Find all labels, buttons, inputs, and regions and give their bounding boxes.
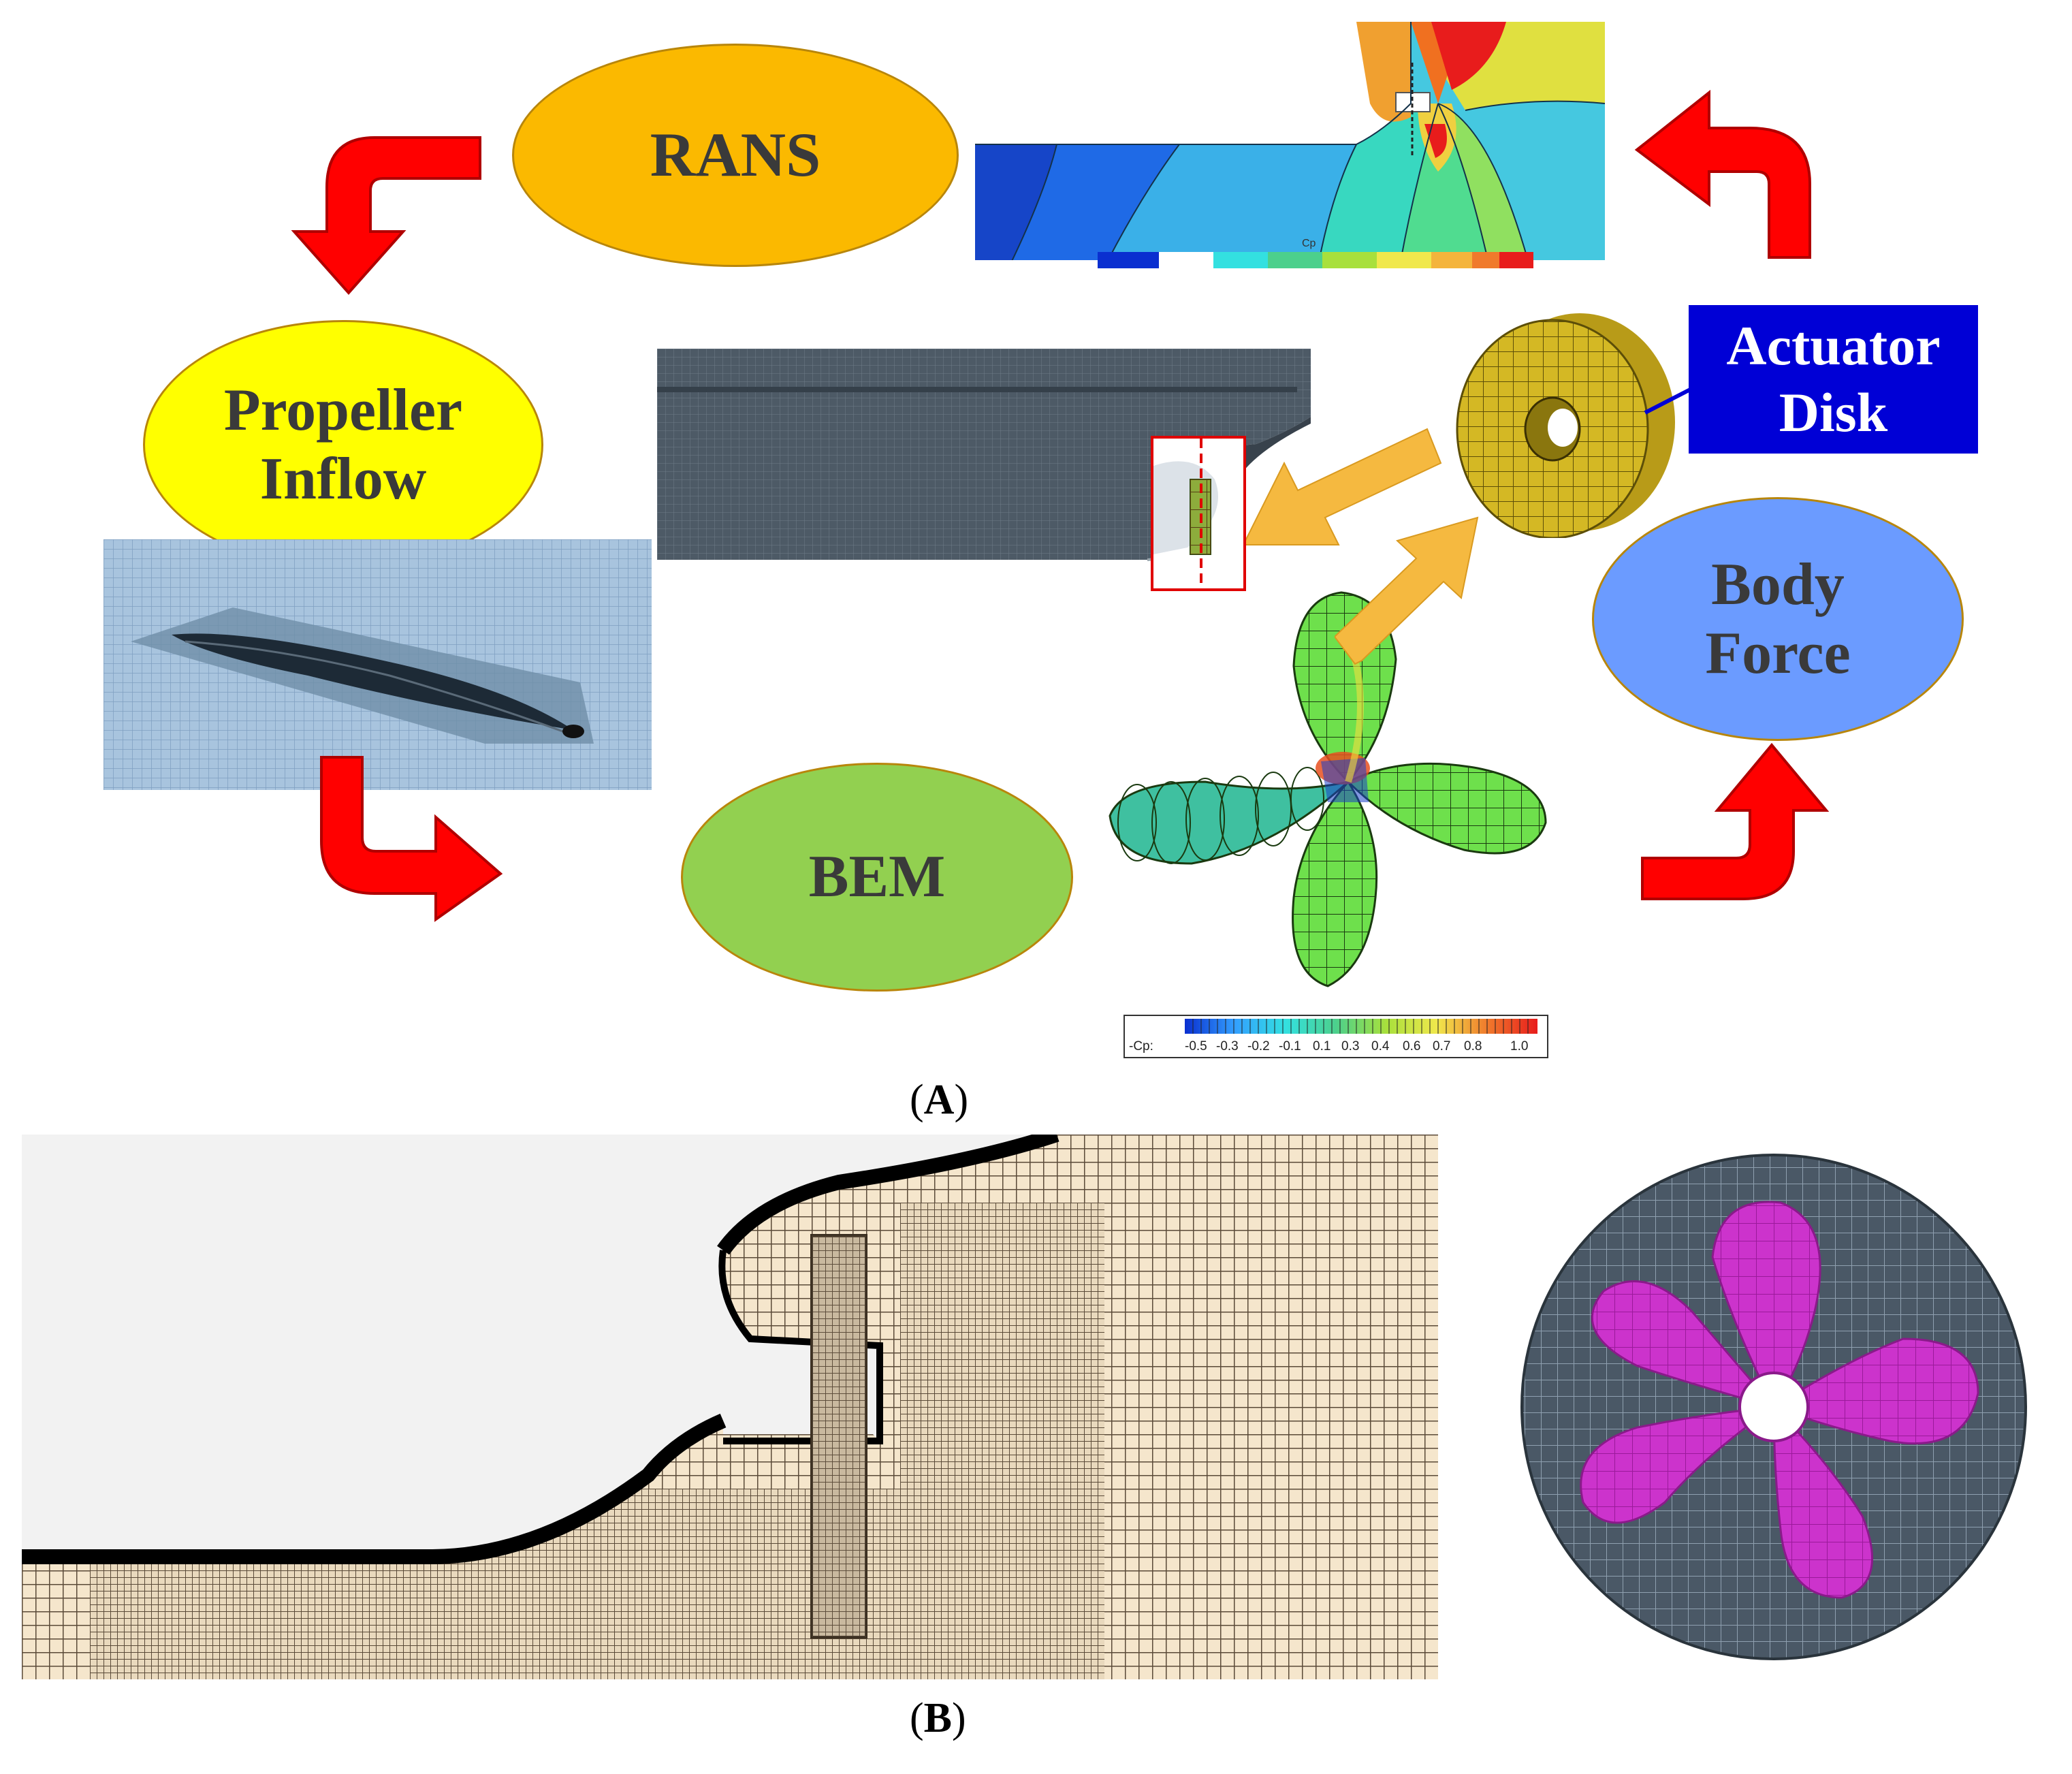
colorbar-tick: 0.1 xyxy=(1313,1039,1330,1054)
actuator-connector-line xyxy=(1644,385,1697,415)
propeller-mesh-front-image xyxy=(1508,1135,2039,1679)
propeller-bem-image xyxy=(1096,577,1573,1000)
colorbar-tick: 0.8 xyxy=(1464,1039,1482,1054)
actuator-disk-label-line2: Disk xyxy=(1779,381,1888,443)
actuator-disk-label-line1: Actuator xyxy=(1726,314,1941,377)
colorbar-tick: 0.7 xyxy=(1433,1039,1450,1054)
actuator-disk-box: Actuator Disk xyxy=(1689,305,1978,454)
colorbar-tick: -0.5 xyxy=(1185,1039,1207,1054)
caption-b: (B) xyxy=(910,1695,966,1741)
rans-node: RANS xyxy=(512,44,959,267)
arrow-disk-to-hull xyxy=(1246,428,1442,545)
propeller-inflow-label-line1: Propeller xyxy=(223,377,463,443)
rans-label: RANS xyxy=(650,120,821,190)
colorbar-tick: 0.4 xyxy=(1371,1039,1390,1054)
propeller-colorbar-label: -Cp: xyxy=(1129,1039,1153,1054)
colorbar-tick: -0.2 xyxy=(1247,1039,1270,1054)
arrow-inflow-to-bem xyxy=(320,756,503,922)
ship-hull-mesh-image xyxy=(103,539,652,790)
body-force-label-line1: Body xyxy=(1711,551,1845,618)
propeller-colorbar-gradient xyxy=(1185,1019,1537,1034)
actuator-disk-3d-image xyxy=(1423,306,1695,538)
colorbar-tick: 0.6 xyxy=(1403,1039,1420,1054)
body-force-node: Body Force xyxy=(1592,497,1964,741)
actuator-disk-zoom-box xyxy=(1151,436,1246,591)
arrow-propeller-to-disk xyxy=(1335,516,1479,665)
body-force-label-line2: Force xyxy=(1705,620,1851,686)
caption-a: (A) xyxy=(910,1077,969,1123)
arrow-bodyforce-to-rans xyxy=(1634,89,1811,259)
colorbar-tick: 0.3 xyxy=(1341,1039,1359,1054)
stern-mesh-section-image xyxy=(22,1135,1438,1679)
propeller-colorbar: -Cp: -0.5 -0.3 -0.2 -0.1 0.1 0.3 0.4 0.6… xyxy=(1123,1015,1548,1058)
propeller-inflow-node: Propeller Inflow xyxy=(143,320,543,569)
colorbar-tick: -0.3 xyxy=(1216,1039,1239,1054)
bem-label: BEM xyxy=(808,844,946,910)
pressure-legend-bar xyxy=(1098,252,1533,268)
arrow-rans-to-inflow xyxy=(291,136,481,296)
propeller-inflow-label-line2: Inflow xyxy=(259,446,427,512)
arrow-bem-to-bodyforce xyxy=(1641,742,1830,900)
pressure-contour-image: Cp xyxy=(975,22,1605,281)
caption-a-letter: A xyxy=(923,1077,955,1123)
colorbar-tick: -0.1 xyxy=(1279,1039,1301,1054)
caption-b-letter: B xyxy=(923,1695,953,1741)
pressure-legend-label: Cp xyxy=(1302,238,1316,249)
bem-node: BEM xyxy=(681,763,1073,992)
colorbar-tick: 1.0 xyxy=(1510,1039,1528,1054)
